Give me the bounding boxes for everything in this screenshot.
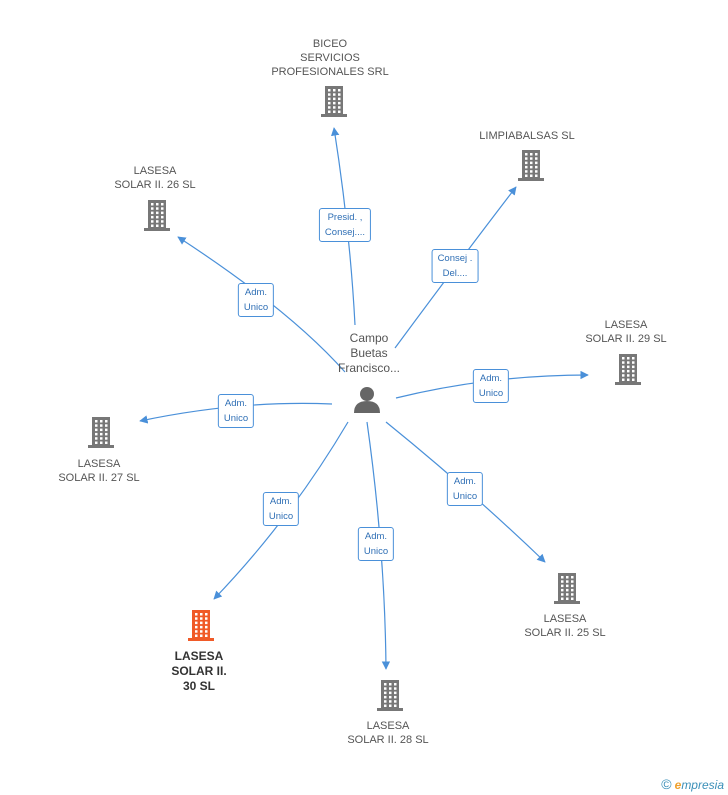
building-icon-limpiabalsas[interactable] (518, 150, 544, 181)
edge-label-solar28[interactable]: Adm. Unico (357, 527, 395, 561)
node-label-solar26[interactable]: LASESA SOLAR II. 26 SL (114, 165, 196, 191)
building-icon-solar28[interactable] (377, 680, 403, 711)
node-label-solar28[interactable]: LASESA SOLAR II. 28 SL (347, 720, 429, 746)
edge-label-solar30[interactable]: Adm. Unico (262, 492, 300, 526)
copyright-icon: © (661, 776, 672, 792)
edge-label-solar27[interactable]: Adm. Unico (217, 394, 255, 428)
node-label-solar27[interactable]: LASESA SOLAR II. 27 SL (58, 458, 140, 484)
node-label-solar29[interactable]: LASESA SOLAR II. 29 SL (585, 319, 667, 345)
building-icon-biceo[interactable] (321, 86, 347, 117)
brand-name: mpresia (681, 778, 724, 792)
node-label-biceo[interactable]: BICEO SERVICIOS PROFESIONALES SRL (271, 38, 389, 78)
center-person-label[interactable]: Campo Buetas Francisco... (337, 331, 401, 375)
edge-label-limpiabalsas[interactable]: Consej . Del.... (431, 249, 479, 283)
brand-initial: e (674, 778, 682, 792)
edge-label-solar25[interactable]: Adm. Unico (446, 472, 484, 506)
building-icon-solar29[interactable] (615, 354, 641, 385)
edge-label-solar29[interactable]: Adm. Unico (472, 369, 510, 403)
person-icon[interactable] (354, 387, 380, 413)
building-icon-solar26[interactable] (144, 200, 170, 231)
edge-label-solar26[interactable]: Adm. Unico (237, 283, 275, 317)
building-icon-solar30[interactable] (188, 610, 214, 641)
node-label-solar25[interactable]: LASESA SOLAR II. 25 SL (524, 613, 606, 639)
building-icon-solar25[interactable] (554, 573, 580, 604)
node-label-solar30[interactable]: LASESA SOLAR II. 30 SL (171, 649, 227, 693)
empresia-watermark[interactable]: ©empresia (661, 776, 724, 792)
node-label-limpiabalsas[interactable]: LIMPIABALSAS SL (479, 130, 575, 142)
edge-solar26 (177, 236, 346, 373)
edge-label-biceo[interactable]: Presid. , Consej.... (318, 208, 372, 242)
building-icon-solar27[interactable] (88, 417, 114, 448)
